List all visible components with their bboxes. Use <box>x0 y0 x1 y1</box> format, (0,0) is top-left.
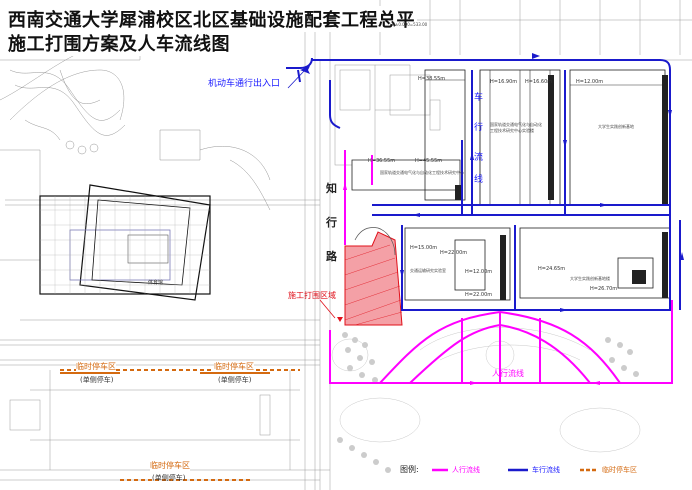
parking-area-3-sub: (单侧停车) <box>152 474 186 482</box>
landscape-contours <box>9 69 271 211</box>
entrance-leader-line <box>287 69 306 89</box>
stadium-label: 体育馆 <box>148 280 164 286</box>
road-name-char-1: 知 <box>326 182 337 195</box>
stadium-grid <box>40 196 210 294</box>
dark-fills <box>455 75 668 300</box>
building-e-name: 交通运输研究实验室 <box>410 268 446 273</box>
vehicle-flow-char-2: 行 <box>474 123 484 133</box>
parking-area-1-label: 临时停车区 <box>76 361 116 372</box>
building-f-name: 大学生实践创新基地楼 <box>570 276 610 281</box>
pedestrian-flow-lines <box>329 150 673 384</box>
building-a-height: H=38.55m <box>418 76 446 82</box>
building-f-height-2: H=26.70m <box>590 286 618 292</box>
plaza-pattern <box>331 327 641 453</box>
enclosure-zone <box>344 231 403 326</box>
vehicle-flow-char-1: 车 <box>474 93 484 103</box>
drawing-title-line-1: 西南交通大学犀浦校区北区基础设施配套工程总平 <box>6 6 417 32</box>
building-f-height: H=24.65m <box>538 266 566 272</box>
building-d-height: H=12.00m <box>576 79 604 85</box>
buildings <box>351 69 671 301</box>
building-e-height-3: H=12.00m <box>465 269 493 275</box>
parking-area-3-label: 临时停车区 <box>150 460 190 471</box>
parking-area-2-sub: (单侧停车) <box>218 376 252 384</box>
vehicle-flow-char-3: 流 <box>474 153 484 163</box>
temporary-parking-markers <box>60 369 300 481</box>
road-name-char-3: 路 <box>326 250 337 263</box>
building-hatching <box>425 70 665 205</box>
building-d-name: 大学生实践创新基地 <box>598 124 634 129</box>
drawing-title-line-2: 施工打围方案及人车流线图 <box>6 30 232 56</box>
building-e-height-2: H=22.00m <box>440 250 468 256</box>
enclosure-area-label: 施工打围区域 <box>288 291 336 300</box>
enclosure-leader-line <box>319 299 336 319</box>
pedestrian-arrows <box>343 182 600 385</box>
building-b-height-2: H=45.55m <box>415 158 443 164</box>
building-e-height: H=15.00m <box>410 245 438 251</box>
elevation-label: H±0.000=533.00 <box>392 22 428 27</box>
road-name-char-2: 行 <box>326 216 337 229</box>
parking-area-2-label: 临时停车区 <box>214 361 254 372</box>
building-c-height-2: H=16.60m <box>525 79 553 85</box>
vehicle-flow-lines <box>286 57 681 311</box>
road-curve <box>354 227 396 256</box>
legend-item-parking: 临时停车区 <box>602 466 637 474</box>
plaza-dots <box>337 332 639 473</box>
building-b-height: H=36.55m <box>368 158 396 164</box>
vehicle-entrance-label: 机动车通行出入口 <box>208 76 281 89</box>
vehicle-flow-char-4: 线 <box>474 175 484 185</box>
building-b-name: 国家轨道交通电气化与自动化工程技术研究中心 <box>380 170 464 175</box>
parking-area-1-sub: (单侧停车) <box>80 376 114 384</box>
legend-item-vehicle: 车行流线 <box>532 466 560 474</box>
legend-lines <box>398 455 688 485</box>
enclosure-leader-arrow <box>337 317 343 322</box>
pedestrian-flow-label: 人行流线 <box>492 369 524 378</box>
building-e-height-4: H=22.00m <box>465 292 493 298</box>
building-c-name: 国家轨道交通电气化与自动化工程技术研究中心实验楼 <box>490 122 542 133</box>
building-c-height: H=16.90m <box>490 79 518 85</box>
legend-item-pedestrian: 人行流线 <box>452 466 480 474</box>
legend-title: 图例: <box>400 465 419 474</box>
